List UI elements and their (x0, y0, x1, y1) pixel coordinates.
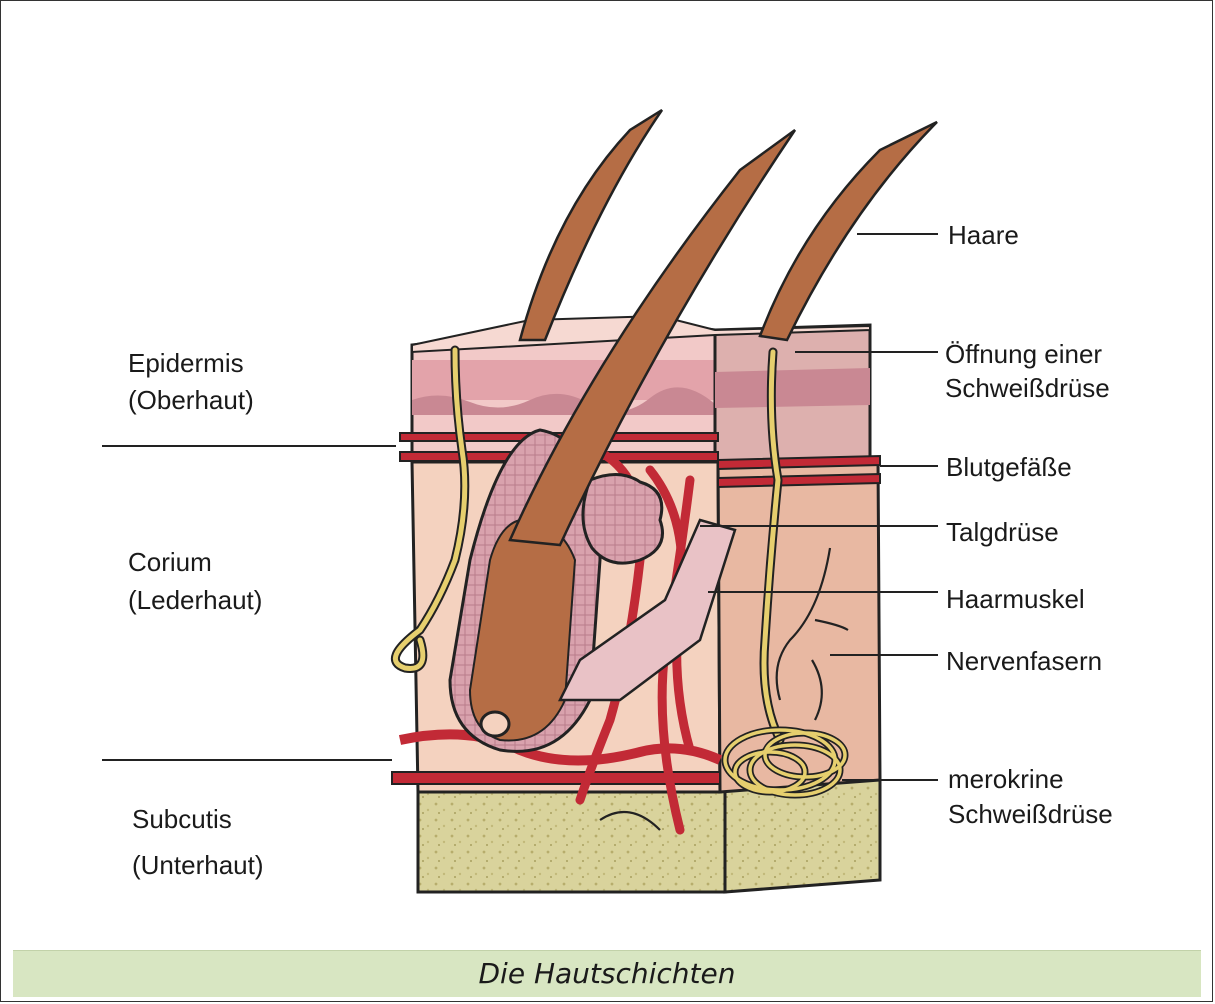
label-haarmuskel: Haarmuskel (946, 582, 1085, 616)
label-unterhaut: (Unterhaut) (132, 848, 264, 882)
label-oeffnung-line1: Öffnung einer (945, 337, 1102, 371)
label-merokrine-line1: merokrine (948, 762, 1064, 796)
label-merokrine-line2: Schweißdrüse (948, 797, 1113, 831)
label-lederhaut: (Lederhaut) (128, 583, 262, 617)
label-haare: Haare (948, 218, 1019, 252)
label-subcutis: Subcutis (132, 802, 232, 836)
label-blutgefaesse: Blutgefäße (946, 450, 1072, 484)
label-oeffnung-line2: Schweißdrüse (945, 371, 1110, 405)
label-oberhaut: (Oberhaut) (128, 383, 254, 417)
label-nervenfasern: Nervenfasern (946, 644, 1102, 678)
caption-bar: Die Hautschichten (13, 950, 1201, 997)
label-talgdruese: Talgdrüse (946, 515, 1059, 549)
label-epidermis: Epidermis (128, 346, 244, 380)
sebaceous-gland (583, 474, 663, 563)
figure-caption: Die Hautschichten (13, 951, 1201, 997)
label-corium: Corium (128, 545, 212, 579)
